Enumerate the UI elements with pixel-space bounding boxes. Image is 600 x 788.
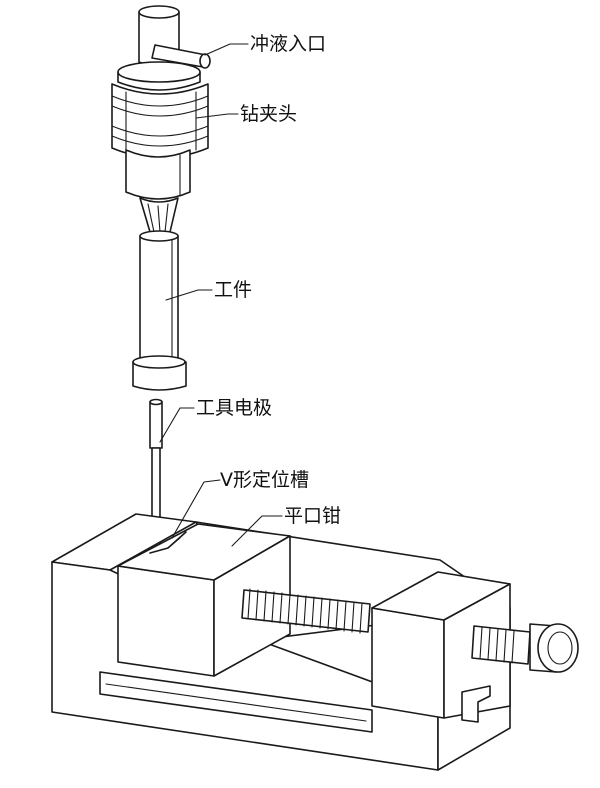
flush-inlet-tube: [151, 44, 211, 69]
label-v-groove: V形定位槽: [220, 469, 309, 491]
label-flat-vise: 平口钳: [284, 505, 341, 527]
label-tool-electrode: 工具电极: [196, 397, 272, 419]
label-flush-inlet: 冲液入口: [250, 33, 326, 55]
lead-screw: [241, 588, 371, 634]
label-workpiece: 工件: [214, 279, 252, 301]
leader-lines: [159, 43, 283, 547]
label-chuck: 钻夹头: [240, 103, 297, 125]
flat-vise: [51, 513, 579, 771]
workpiece: [132, 230, 187, 391]
drill-chuck: [111, 5, 209, 233]
screw-handle: [471, 623, 579, 673]
